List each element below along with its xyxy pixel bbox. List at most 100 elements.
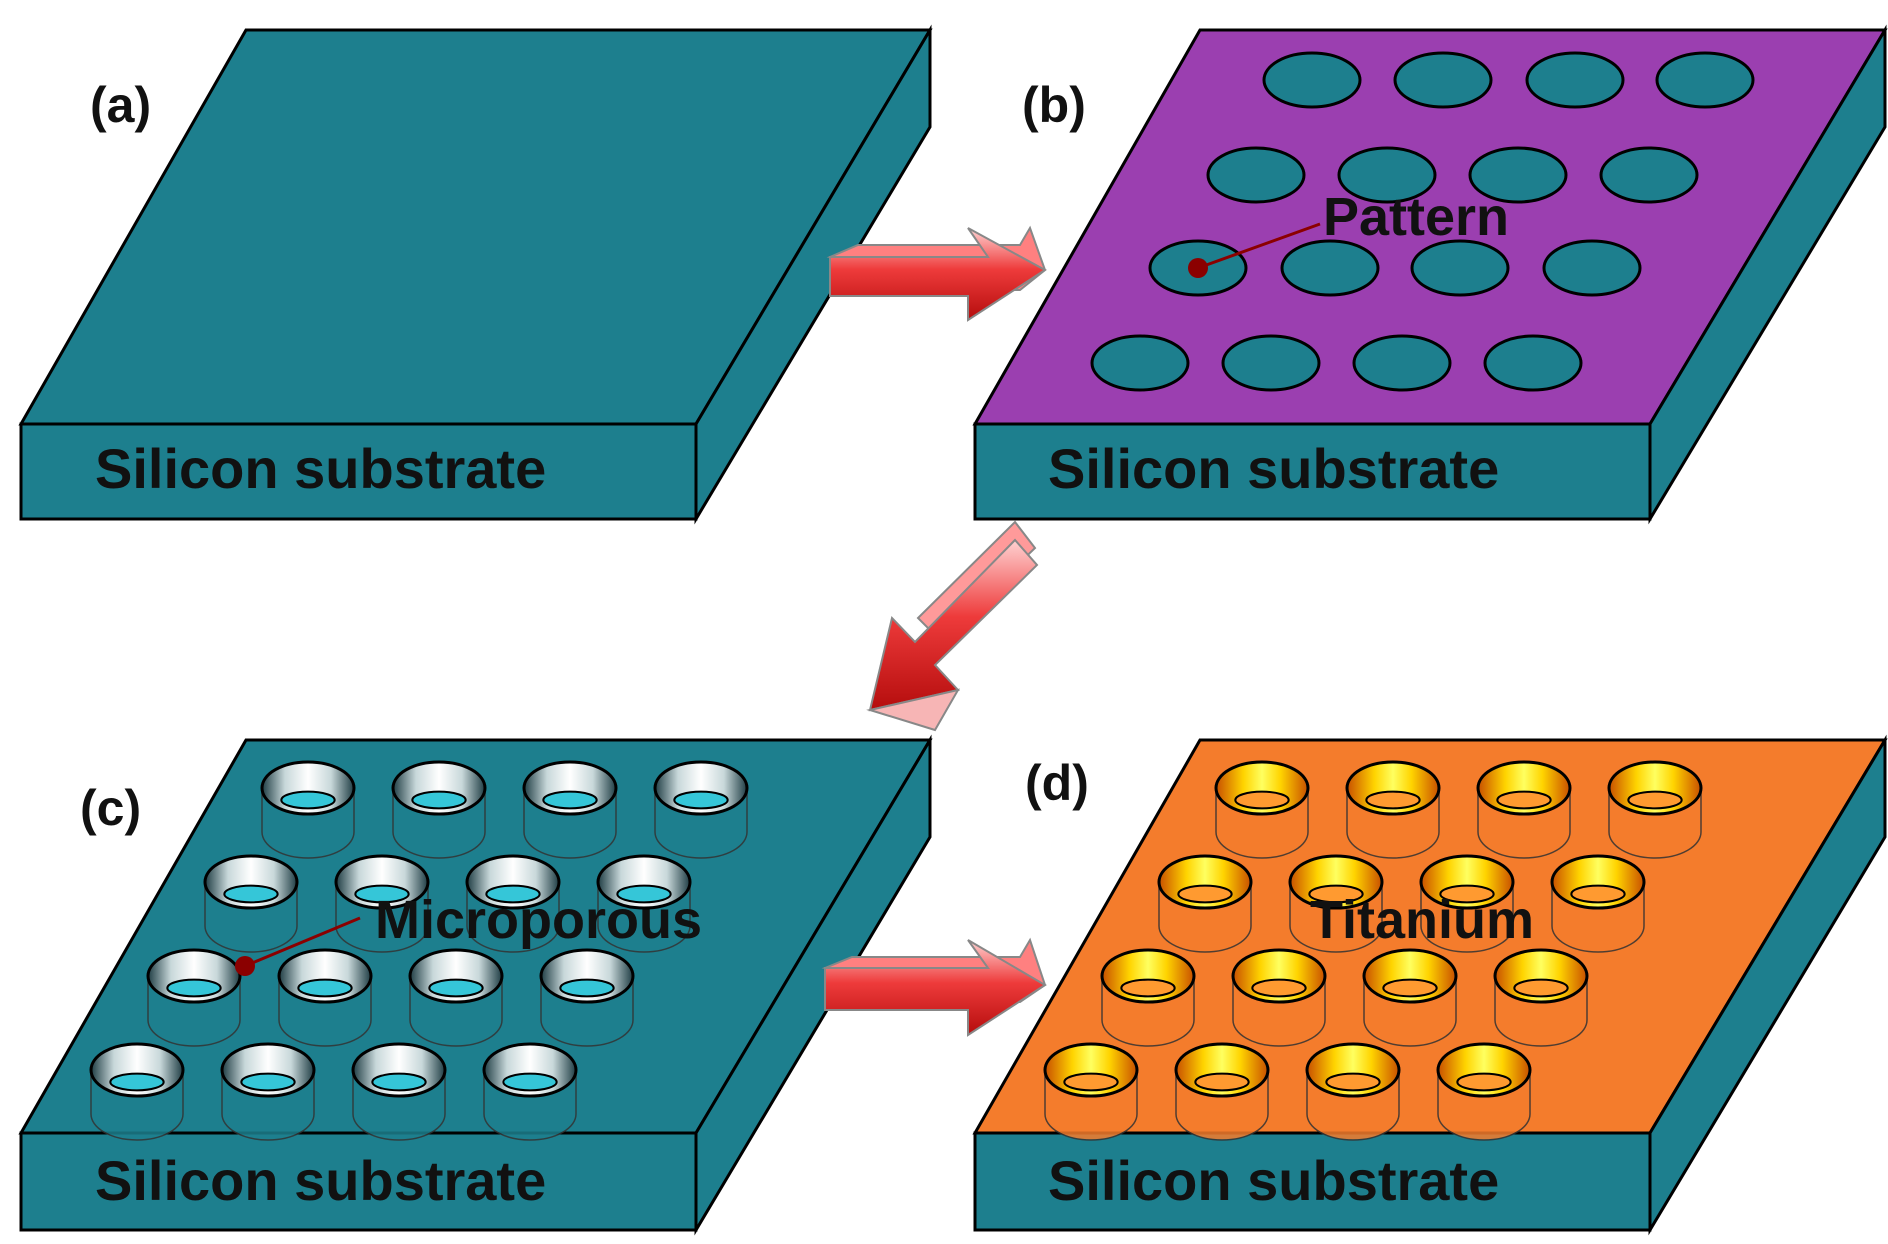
titanium-pore-bottom — [1120, 978, 1176, 998]
micropore-bottom — [616, 884, 672, 904]
microporous-callout-label: Microporous — [375, 890, 702, 950]
panel-c-substrate-label: Silicon substrate — [95, 1149, 546, 1212]
micropore-bottom — [411, 790, 467, 810]
micropore — [260, 760, 356, 859]
micropore — [596, 854, 692, 953]
microporous-callout-line — [244, 916, 361, 968]
arrow-c-to-d-body — [824, 939, 1047, 1037]
micropore-bottom — [297, 978, 353, 998]
micropore — [220, 1042, 316, 1141]
titanium-pore — [1157, 854, 1253, 953]
micropore-bottom — [166, 978, 222, 998]
pattern-dot — [1206, 146, 1306, 204]
titanium-pore-bottom — [1234, 790, 1290, 810]
arrow-c-to-d — [821, 937, 1047, 1037]
pattern-callout-line — [1197, 222, 1321, 270]
titanium-pore-bottom — [1382, 978, 1438, 998]
micropore-bottom — [109, 1072, 165, 1092]
titanium-pore-bottom — [1308, 884, 1364, 904]
micropore — [522, 760, 618, 859]
titanium-pore — [1305, 1042, 1401, 1141]
micropore-bottom — [502, 1072, 558, 1092]
titanium-pore — [1550, 854, 1646, 953]
pattern-dot — [1352, 334, 1452, 392]
micropore-bottom — [223, 884, 279, 904]
pattern-dot — [1468, 146, 1568, 204]
micropore — [203, 854, 299, 953]
titanium-pore-bottom — [1251, 978, 1307, 998]
titanium-pore — [1419, 854, 1515, 953]
micropore — [277, 948, 373, 1047]
pattern-dot — [1337, 146, 1437, 204]
titanium-pore — [1288, 854, 1384, 953]
panel-b-substrate-label: Silicon substrate — [1048, 437, 1499, 500]
micropore — [351, 1042, 447, 1141]
titanium-pore-bottom — [1496, 790, 1552, 810]
panel-a-front-face — [19, 422, 698, 521]
micropore-bottom — [485, 884, 541, 904]
arrow-b-to-c — [866, 520, 1039, 732]
titanium-pore-bottom — [1439, 884, 1495, 904]
titanium-pore — [1174, 1042, 1270, 1141]
pattern-dot — [1410, 239, 1510, 297]
arrow-b-to-c-body — [868, 538, 1039, 712]
pattern-dot — [1221, 334, 1321, 392]
pattern-dot — [1090, 334, 1190, 392]
micropore-bottom — [240, 1072, 296, 1092]
arrow-a-to-b — [826, 225, 1047, 322]
titanium-pore-bottom — [1365, 790, 1421, 810]
titanium-callout-label: Titanium — [1310, 890, 1534, 950]
arrow-b-to-c-tip — [866, 688, 961, 732]
pattern-dot — [1599, 146, 1699, 204]
panel-c: Microporous (c) Silicon substrate — [18, 734, 933, 1236]
titanium-pore-bottom — [1194, 1072, 1250, 1092]
micropore — [334, 854, 430, 953]
micropore-bottom — [354, 884, 410, 904]
panel-d: Titanium (d) Silicon substrate — [972, 734, 1888, 1236]
titanium-holes — [1043, 760, 1703, 1141]
micropore — [408, 948, 504, 1047]
micropore-bottom — [428, 978, 484, 998]
micropore-bottom — [559, 978, 615, 998]
titanium-pore-bottom — [1325, 1072, 1381, 1092]
titanium-pore-bottom — [1456, 1072, 1512, 1092]
panel-a-top-face — [18, 28, 933, 426]
titanium-pore — [1607, 760, 1703, 859]
pattern-dot — [1542, 239, 1642, 297]
pattern-dot — [1262, 51, 1362, 109]
panel-c-label: (c) — [80, 780, 141, 836]
micropore — [653, 760, 749, 859]
micropore — [539, 948, 635, 1047]
pattern-callout-label: Pattern — [1323, 187, 1509, 247]
panel-b: Pattern (b) Silicon substrate — [972, 24, 1888, 525]
panel-d-label: (d) — [1025, 755, 1089, 811]
titanium-pore-bottom — [1063, 1072, 1119, 1092]
panel-b-front-face — [973, 422, 1652, 521]
panel-c-front-face — [19, 1131, 698, 1232]
panel-b-label: (b) — [1022, 77, 1086, 133]
pattern-dot — [1655, 51, 1755, 109]
titanium-pore — [1345, 760, 1441, 859]
titanium-pore — [1493, 948, 1589, 1047]
micropore — [89, 1042, 185, 1141]
microporous-callout-dot — [235, 956, 255, 976]
micropore-bottom — [280, 790, 336, 810]
titanium-pore — [1476, 760, 1572, 859]
pattern-dot — [1483, 334, 1583, 392]
titanium-pore — [1100, 948, 1196, 1047]
titanium-pore — [1231, 948, 1327, 1047]
panel-d-front-face — [973, 1131, 1652, 1232]
panel-a-label: (a) — [90, 77, 151, 133]
micropore-bottom — [673, 790, 729, 810]
titanium-pore-bottom — [1513, 978, 1569, 998]
pattern-dot — [1393, 51, 1493, 109]
arrow-a-to-b-body — [829, 227, 1047, 322]
micropore — [465, 854, 561, 953]
pattern-dot — [1525, 51, 1625, 109]
micropore — [391, 760, 487, 859]
panel-d-substrate-label: Silicon substrate — [1048, 1149, 1499, 1212]
titanium-pore-bottom — [1570, 884, 1626, 904]
micropore-holes — [89, 760, 749, 1141]
